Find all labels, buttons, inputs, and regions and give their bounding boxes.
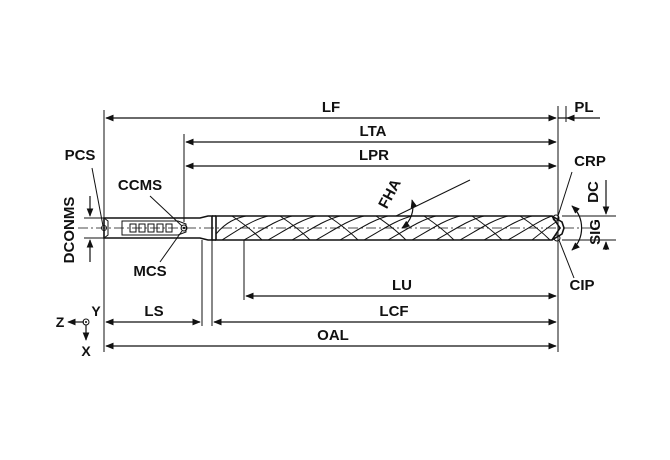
label-ls: LS xyxy=(144,303,163,320)
shank-chamfer xyxy=(103,217,109,239)
extension-lines xyxy=(103,106,567,352)
axis-indicator xyxy=(67,318,90,341)
label-axis-z: Z xyxy=(56,314,65,330)
label-lu: LU xyxy=(392,277,412,294)
fha-dimension xyxy=(401,199,418,229)
label-ccms: CCMS xyxy=(118,177,162,194)
label-axis-x: X xyxy=(81,343,91,359)
label-pl: PL xyxy=(574,99,593,116)
label-dc: DC xyxy=(585,181,602,203)
label-sig: SIG xyxy=(587,219,604,245)
pcs-leader xyxy=(91,167,104,227)
label-crp: CRP xyxy=(574,153,606,170)
cip-marker xyxy=(553,234,561,242)
cip-leader xyxy=(558,239,575,279)
labels: LF PL LTA LPR PCS CCMS DCONMS MCS FHA CR… xyxy=(56,99,606,359)
flute-envelope xyxy=(215,215,561,241)
drill-body xyxy=(78,214,600,242)
mcs-leader xyxy=(159,230,183,263)
fha-reference-line xyxy=(395,179,471,217)
label-pcs: PCS xyxy=(65,147,96,164)
label-lf: LF xyxy=(322,99,340,116)
label-fha: FHA xyxy=(375,176,405,211)
label-oal: OAL xyxy=(317,327,349,344)
sig-dimension xyxy=(571,205,583,251)
dimension-lines xyxy=(84,114,616,350)
leader-lines xyxy=(91,167,575,279)
label-dconms: DCONMS xyxy=(61,197,78,264)
label-axis-y: Y xyxy=(91,303,101,319)
shank-marking xyxy=(129,223,173,233)
label-mcs: MCS xyxy=(133,263,166,280)
label-cip: CIP xyxy=(569,277,594,294)
label-lcf: LCF xyxy=(379,303,408,320)
ccms-leader xyxy=(149,195,183,227)
crp-leader xyxy=(557,171,573,217)
label-lpr: LPR xyxy=(359,147,389,164)
mcs-marker xyxy=(180,224,188,232)
crp-marker xyxy=(552,214,560,222)
shank-flat xyxy=(121,220,187,236)
helix-flutes xyxy=(215,215,557,241)
label-lta: LTA xyxy=(360,123,387,140)
